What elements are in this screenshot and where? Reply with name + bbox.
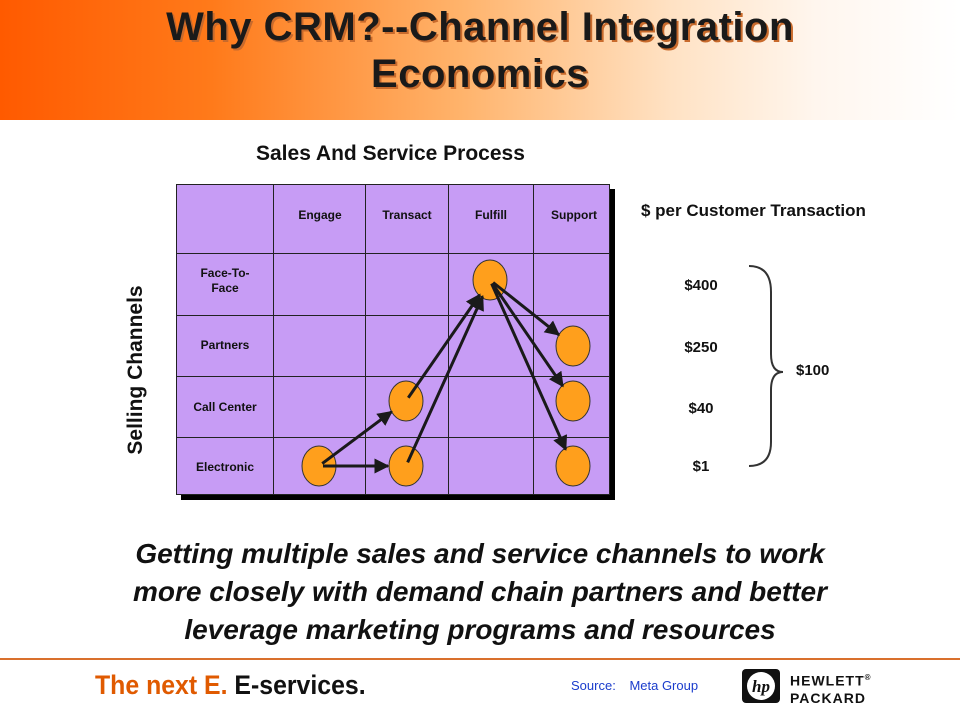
grid-divider bbox=[273, 185, 274, 494]
brand-tagline: The next E. E-services. bbox=[95, 670, 366, 701]
grid-divider bbox=[177, 315, 609, 316]
flow-arrow bbox=[491, 282, 565, 388]
tagline-line-2: more closely with demand chain partners … bbox=[133, 576, 827, 607]
column-header-support: Support bbox=[551, 208, 597, 222]
flow-arrow bbox=[490, 283, 568, 451]
price-partners: $250 bbox=[684, 339, 718, 356]
tagline: Getting multiple sales and service chann… bbox=[10, 535, 950, 649]
row-header-electronic: Electronic bbox=[195, 460, 255, 474]
price-axis-title: $ per Customer Transaction bbox=[641, 201, 866, 220]
hp-logo-icon: hp bbox=[742, 669, 780, 703]
flow-node-electronic-transact bbox=[388, 445, 424, 487]
flow-node-partners-support bbox=[555, 325, 591, 367]
hp-wordmark: HEWLETT® PACKARD bbox=[790, 669, 872, 707]
slide-title: Why CRM?--Channel Integration Economics bbox=[0, 4, 960, 98]
hp-logo-mark: hp bbox=[752, 677, 770, 696]
title-line-1: Why CRM?--Channel Integration bbox=[166, 5, 794, 49]
flow-arrow bbox=[406, 295, 484, 463]
flow-arrow bbox=[407, 293, 481, 399]
flow-node-electronic-support bbox=[555, 445, 591, 487]
column-header-engage: Engage bbox=[298, 208, 342, 222]
row-header-line: Face bbox=[211, 281, 239, 295]
title-line-2: Economics bbox=[371, 52, 589, 96]
row-header-face-to-face: Face-To- Face bbox=[177, 266, 273, 296]
tagline-line-1: Getting multiple sales and service chann… bbox=[135, 538, 825, 569]
tagline-line-3: leverage marketing programs and resource… bbox=[184, 614, 776, 645]
price-electronic: $1 bbox=[692, 458, 710, 475]
hp-wordmark-line-1: HEWLETT bbox=[790, 672, 865, 689]
summary-price: $100 bbox=[796, 362, 830, 379]
section-title: Sales And Service Process bbox=[256, 142, 525, 165]
grid-divider bbox=[177, 376, 609, 377]
row-header-call-center: Call Center bbox=[193, 400, 257, 414]
flow-arrow bbox=[492, 281, 561, 336]
grid-divider bbox=[365, 185, 366, 494]
source-credit: Source: Meta Group bbox=[571, 678, 698, 693]
flow-arrow bbox=[321, 410, 393, 465]
row-header-partners: Partners bbox=[200, 338, 250, 352]
grid-divider bbox=[177, 437, 609, 438]
flow-node-face-to-face-fulfill bbox=[472, 259, 508, 301]
flow-node-call-center-transact bbox=[388, 380, 424, 422]
footer-rule bbox=[0, 658, 960, 660]
grid-divider bbox=[177, 253, 609, 254]
header-band bbox=[0, 0, 960, 120]
row-header-line: Face-To- bbox=[200, 266, 250, 280]
registered-mark: ® bbox=[864, 673, 872, 682]
flow-node-call-center-support bbox=[555, 380, 591, 422]
brand-part-1: The next E. bbox=[95, 670, 228, 700]
grid-divider bbox=[533, 185, 534, 494]
column-header-transact: Transact bbox=[382, 208, 432, 222]
channel-process-grid: Engage Transact Fulfill Support Face-To-… bbox=[176, 184, 610, 495]
price-call-center: $40 bbox=[688, 400, 714, 417]
price-face-to-face: $400 bbox=[684, 277, 718, 294]
price-brace bbox=[748, 265, 784, 467]
brand-part-2: E-services. bbox=[234, 670, 366, 700]
source-label: Source: bbox=[571, 678, 616, 693]
column-header-fulfill: Fulfill bbox=[475, 208, 507, 222]
hp-wordmark-line-2: PACKARD bbox=[790, 689, 866, 706]
source-value: Meta Group bbox=[629, 678, 699, 693]
